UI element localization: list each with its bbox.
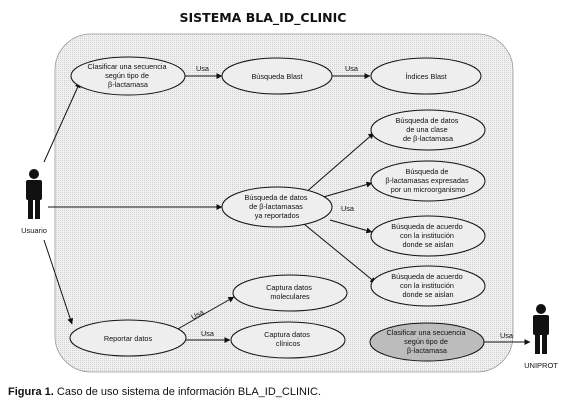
edge-datos-clase — [303, 132, 375, 195]
label-busqueda-institucion2-line-1: Búsqueda de acuerdo — [391, 272, 462, 281]
edge-label-usa-1: Usa — [196, 64, 210, 73]
label-indices-blast: Índices Blast — [405, 72, 446, 81]
actor-usuario-leg-right-icon — [35, 199, 40, 219]
edge-usuario-reportar — [43, 239, 74, 325]
actor-usuario-body-icon — [26, 180, 42, 200]
label-captura-moleculares-line-1: Captura datos — [266, 283, 312, 292]
label-busqueda-microorganismo-line-2: β-lactamasas expresadas — [385, 176, 469, 185]
edge-label-usa-2: Usa — [345, 64, 359, 73]
label-busqueda-datos: Búsqueda de datos de β-lactamasas ya rep… — [245, 193, 310, 220]
label-busqueda-datos-line-1: Búsqueda de datos — [245, 193, 308, 202]
label-busqueda-datos-line-2: de β-lactamasas — [249, 202, 303, 211]
figure-caption: Figura 1. Caso de uso sistema de informa… — [8, 386, 321, 398]
use-case-clasificar — [70, 56, 186, 96]
use-case-busqueda-datos — [221, 186, 333, 228]
label-busqueda-institucion2-line-2: con la institución — [400, 281, 454, 290]
label-busqueda-clase: Búsqueda de datos de una clase de β-lact… — [396, 116, 461, 143]
edge-label-usa-5: Usa — [201, 329, 215, 338]
edge-datos-institucion2 — [303, 223, 377, 284]
system-title: SISTEMA BLA_ID_CLINIC — [180, 10, 347, 26]
actor-uniprot-head-icon — [536, 304, 546, 314]
label-busqueda-clase-line-1: Búsqueda de datos — [396, 116, 459, 125]
label-clasificar: Clasificar una secuencia según tipo de β… — [87, 62, 168, 89]
actor-usuario — [26, 169, 42, 219]
label-busqueda-microorganismo: Búsqueda de β-lactamasas expresadas por … — [385, 167, 470, 194]
label-captura-moleculares-line-2: moleculares — [270, 292, 310, 301]
label-busqueda-datos-line-3: ya reportados — [255, 211, 300, 220]
actor-uniprot-label: UNIPROT — [524, 361, 558, 370]
label-busqueda-institucion: Búsqueda de acuerdo con la institución d… — [391, 222, 464, 249]
edge-reportar-moleculares — [175, 296, 235, 331]
label-clasificar-line-3: β-lactamasa — [108, 80, 149, 89]
edge-usuario-clasificar — [43, 81, 81, 163]
use-case-labels: Clasificar una secuencia según tipo de β… — [87, 62, 470, 355]
use-case-indices-blast — [370, 57, 482, 95]
label-busqueda-institucion2: Búsqueda de acuerdo con la institución d… — [391, 272, 464, 299]
edge-datos-microorganismo — [319, 181, 373, 199]
label-captura-moleculares: Captura datos moleculares — [266, 283, 314, 301]
label-captura-clinicos-line-2: clínicos — [276, 339, 301, 348]
use-case-reportar — [69, 319, 187, 357]
use-case-captura-moleculares — [232, 274, 348, 312]
use-case-clasificar-uniprot — [369, 322, 485, 362]
label-busqueda-microorganismo-line-1: Búsqueda de — [405, 167, 448, 176]
edge-label-usa-6: Usa — [500, 331, 514, 340]
actor-uniprot-leg-right-icon — [542, 334, 547, 354]
edges — [43, 73, 531, 345]
use-case-busqueda-clase — [370, 109, 486, 151]
actor-usuario-leg-left-icon — [28, 199, 33, 219]
actor-uniprot — [533, 304, 549, 354]
actor-uniprot-body-icon — [533, 315, 549, 335]
use-case-captura-clinicos — [230, 321, 346, 359]
edge-datos-institucion — [329, 219, 373, 234]
label-clasificar-uniprot: Clasificar una secuencia según tipo de β… — [386, 328, 467, 355]
use-case-busqueda-blast — [221, 57, 333, 95]
label-clasificar-uniprot-line-1: Clasificar una secuencia — [386, 328, 466, 337]
label-busqueda-microorganismo-line-3: por un microorganismo — [391, 185, 466, 194]
label-busqueda-clase-line-2: de una clase — [406, 125, 447, 134]
label-clasificar-uniprot-line-2: según tipo de — [404, 337, 448, 346]
label-busqueda-blast: Búsqueda Blast — [251, 72, 302, 81]
label-clasificar-line-2: según tipo de — [105, 71, 149, 80]
figure-caption-text: Caso de uso sistema de información BLA_I… — [53, 386, 322, 398]
label-busqueda-institucion-line-2: con la institución — [400, 231, 454, 240]
actor-usuario-head-icon — [29, 169, 39, 179]
edge-label-usa-3: Usa — [341, 204, 355, 213]
actor-usuario-label: Usuario — [21, 226, 47, 235]
use-case-busqueda-microorganismo — [370, 160, 486, 202]
label-busqueda-clase-line-3: de β-lactamasa — [403, 134, 454, 143]
label-busqueda-institucion-line-3: donde se aislan — [402, 240, 453, 249]
use-case-busqueda-institucion — [370, 215, 486, 257]
label-busqueda-institucion2-line-3: donde se aislan — [402, 290, 453, 299]
figure-caption-label: Figura 1. — [8, 386, 54, 398]
label-clasificar-uniprot-line-3: β-lactamasa — [407, 346, 448, 355]
label-clasificar-line-1: Clasificar una secuencia — [87, 62, 167, 71]
label-busqueda-institucion-line-1: Búsqueda de acuerdo — [391, 222, 462, 231]
label-captura-clinicos-line-1: Captura datos — [264, 330, 310, 339]
label-reportar: Reportar datos — [104, 334, 153, 343]
use-case-busqueda-institucion2 — [370, 265, 486, 307]
label-captura-clinicos: Captura datos clínicos — [264, 330, 312, 348]
actor-uniprot-leg-left-icon — [535, 334, 540, 354]
